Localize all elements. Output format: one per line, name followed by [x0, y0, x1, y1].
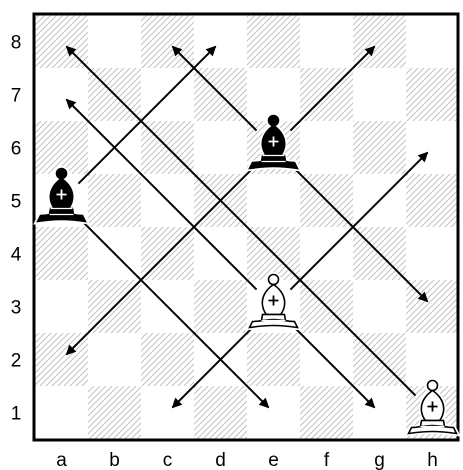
square-h8 [406, 15, 459, 68]
file-label-f: f [324, 450, 330, 470]
file-labels: a b c d e f g h [56, 450, 438, 470]
square-d1 [194, 386, 247, 439]
square-e7 [247, 68, 300, 121]
square-a4 [35, 227, 88, 280]
square-c2 [141, 333, 194, 386]
arrow-e6-a2 [65, 163, 258, 356]
file-label-b: b [109, 450, 120, 470]
rank-label-8: 8 [11, 33, 22, 54]
white-bishop-h1 [409, 381, 457, 434]
white-bishop-e3 [250, 275, 298, 328]
rank-label-5: 5 [11, 192, 22, 213]
square-a6 [35, 121, 88, 174]
square-h7 [406, 68, 459, 121]
square-h5 [406, 174, 459, 227]
square-e8 [247, 15, 300, 68]
file-label-d: d [215, 450, 226, 470]
square-b1 [88, 386, 141, 439]
square-g3 [353, 280, 406, 333]
arrow-h1-a8 [65, 45, 417, 397]
file-label-a: a [56, 450, 67, 470]
rank-label-4: 4 [11, 245, 22, 266]
square-f6 [300, 121, 353, 174]
square-b2 [88, 333, 141, 386]
file-label-g: g [374, 450, 385, 470]
arrow-e3-a7 [65, 98, 258, 291]
file-label-e: e [268, 450, 279, 470]
square-a1 [35, 386, 88, 439]
square-e2 [247, 333, 300, 386]
arrow-e6-c8 [171, 45, 258, 132]
board-border [32, 12, 460, 442]
rank-label-6: 6 [11, 139, 22, 160]
arrow-e3-h6 [289, 151, 429, 291]
square-g6 [353, 121, 406, 174]
square-a3 [35, 280, 88, 333]
square-g7 [353, 68, 406, 121]
black-bishop-a5 [38, 169, 86, 222]
move-arrows [65, 45, 429, 409]
arrow-e6-g8 [289, 45, 376, 132]
file-label-c: c [163, 450, 173, 470]
arrow-e6-h3 [289, 163, 429, 303]
square-b8 [88, 15, 141, 68]
arrow-e3-c1 [171, 322, 258, 409]
pieces [38, 116, 457, 434]
square-h4 [406, 227, 459, 280]
black-bishop-e6 [250, 116, 298, 169]
rank-label-2: 2 [11, 351, 22, 372]
square-e5 [247, 174, 300, 227]
square-d3 [194, 280, 247, 333]
rank-label-7: 7 [11, 86, 22, 107]
square-h2 [406, 333, 459, 386]
arrow-e3-g1 [289, 322, 376, 409]
file-label-h: h [427, 450, 438, 470]
square-d6 [194, 121, 247, 174]
arrow-a5-e1 [77, 216, 270, 409]
square-b5 [88, 174, 141, 227]
rank-label-3: 3 [11, 298, 22, 319]
square-f1 [300, 386, 353, 439]
rank-labels: 8 7 6 5 4 3 2 1 [11, 33, 22, 425]
arrow-a5-d8 [77, 45, 217, 185]
square-f8 [300, 15, 353, 68]
rank-label-1: 1 [11, 404, 22, 425]
